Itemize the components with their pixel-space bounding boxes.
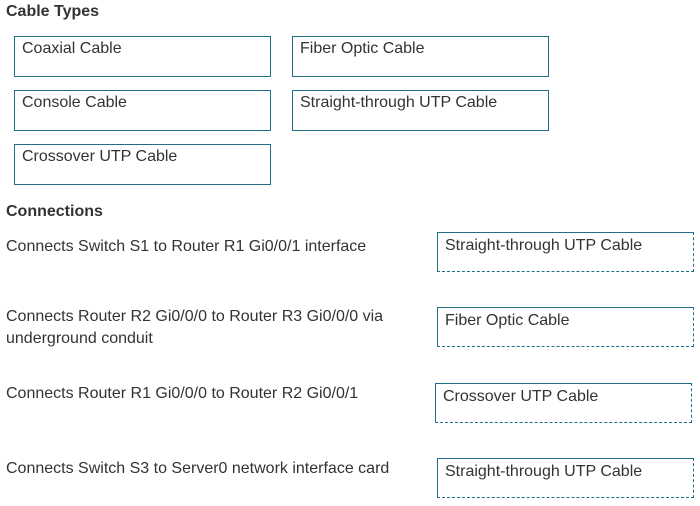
connection-label-1: Connects Switch S1 to Router R1 Gi0/0/1 …	[6, 238, 367, 255]
connections-heading: Connections	[6, 203, 103, 220]
source-console-cable[interactable]: Console Cable	[14, 90, 271, 131]
drop-target-4[interactable]: Straight-through UTP Cable	[437, 458, 694, 498]
connection-label-2: Connects Router R2 Gi0/0/0 to Router R3 …	[6, 308, 384, 347]
drop-target-2[interactable]: Fiber Optic Cable	[437, 307, 694, 347]
source-straight-through-utp-cable[interactable]: Straight-through UTP Cable	[292, 90, 549, 131]
connection-label-3: Connects Router R1 Gi0/0/0 to Router R2 …	[6, 385, 359, 402]
connection-label-4: Connects Switch S3 to Server0 network in…	[6, 460, 390, 477]
source-crossover-utp-cable[interactable]: Crossover UTP Cable	[14, 144, 271, 185]
source-coaxial-cable[interactable]: Coaxial Cable	[14, 36, 271, 77]
drop-target-3[interactable]: Crossover UTP Cable	[435, 383, 692, 423]
drop-target-1[interactable]: Straight-through UTP Cable	[437, 232, 694, 272]
cable-types-heading: Cable Types	[6, 3, 100, 20]
source-fiber-optic-cable[interactable]: Fiber Optic Cable	[292, 36, 549, 77]
